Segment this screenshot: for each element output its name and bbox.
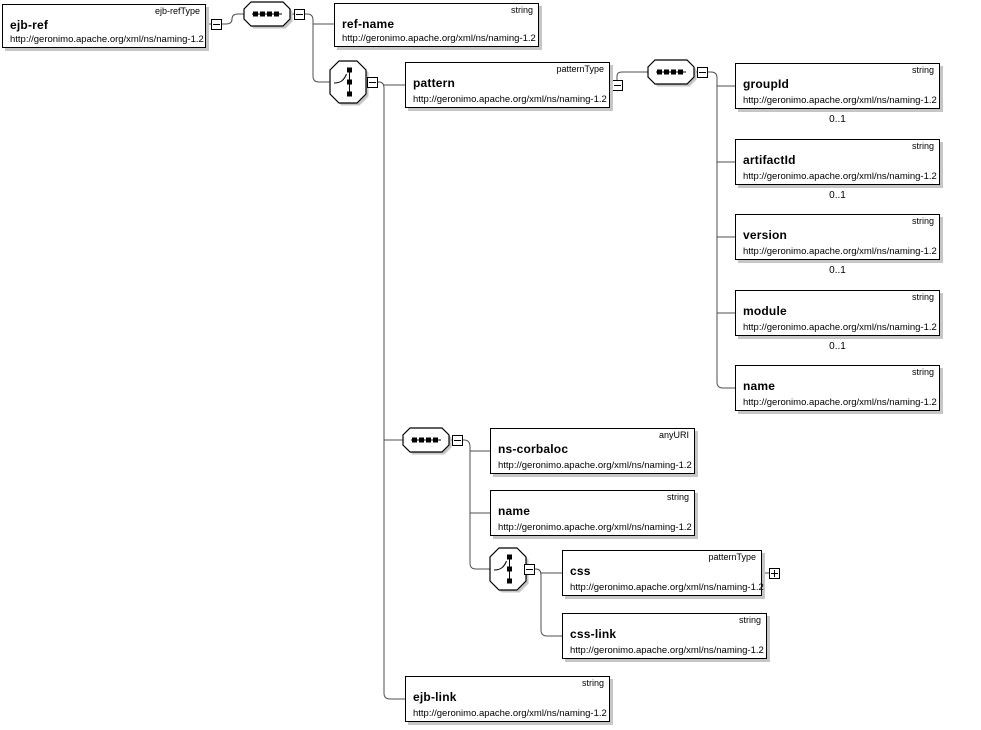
- element-box-css[interactable]: patternType css http://geronimo.apache.o…: [562, 550, 764, 596]
- collapse-toggle-pattern-sequence[interactable]: [697, 67, 708, 78]
- element-namespace: http://geronimo.apache.org/xml/ns/naming…: [498, 460, 692, 471]
- element-namespace: http://geronimo.apache.org/xml/ns/naming…: [498, 522, 692, 533]
- element-name: version: [743, 228, 788, 242]
- cardinality-label: 0..1: [829, 341, 846, 352]
- element-type-label: string: [510, 5, 533, 15]
- sequence-icon[interactable]: [243, 1, 294, 30]
- expand-toggle-css[interactable]: [769, 568, 780, 579]
- cardinality-label: 0..1: [829, 190, 846, 201]
- element-name: ref-name: [342, 17, 395, 31]
- collapse-toggle-sequence[interactable]: [294, 9, 305, 20]
- element-namespace: http://geronimo.apache.org/xml/ns/naming…: [743, 171, 937, 182]
- element-name: pattern: [413, 76, 456, 90]
- cardinality-label: 0..1: [829, 265, 846, 276]
- element-name: name: [498, 504, 531, 518]
- element-type-label: string: [911, 65, 934, 75]
- element-name: ejb-ref: [10, 18, 49, 32]
- element-type-label: patternType: [708, 552, 756, 562]
- element-namespace: http://geronimo.apache.org/xml/ns/naming…: [743, 95, 937, 106]
- element-namespace: http://geronimo.apache.org/xml/ns/naming…: [413, 94, 607, 105]
- element-namespace: http://geronimo.apache.org/xml/ns/naming…: [743, 397, 937, 408]
- collapse-toggle-ejb-ref[interactable]: [211, 19, 222, 30]
- element-name: groupId: [743, 77, 790, 91]
- element-namespace: http://geronimo.apache.org/xml/ns/naming…: [570, 582, 764, 593]
- element-type-label: string: [911, 141, 934, 151]
- element-name: css-link: [570, 627, 617, 641]
- sequence-icon[interactable]: [647, 59, 698, 88]
- collapse-toggle-corbaloc-sequence[interactable]: [452, 435, 463, 446]
- choice-icon[interactable]: [329, 60, 370, 107]
- element-box-version[interactable]: string version http://geronimo.apache.or…: [735, 214, 940, 260]
- element-name: name: [743, 379, 776, 393]
- element-namespace: http://geronimo.apache.org/xml/ns/naming…: [413, 708, 607, 719]
- element-name: ns-corbaloc: [498, 442, 569, 456]
- element-namespace: http://geronimo.apache.org/xml/ns/naming…: [743, 322, 937, 333]
- element-type-label: string: [738, 615, 761, 625]
- element-name: ejb-link: [413, 690, 457, 704]
- element-namespace: http://geronimo.apache.org/xml/ns/naming…: [570, 645, 764, 656]
- element-box-module[interactable]: string module http://geronimo.apache.org…: [735, 290, 940, 336]
- element-name: css: [570, 564, 591, 578]
- element-box-name-2[interactable]: string name http://geronimo.apache.org/x…: [490, 490, 695, 536]
- element-box-artifactId[interactable]: string artifactId http://geronimo.apache…: [735, 139, 940, 185]
- element-type-label: string: [911, 367, 934, 377]
- collapse-toggle-choice[interactable]: [367, 77, 378, 88]
- element-name: module: [743, 304, 787, 318]
- element-box-pattern[interactable]: patternType pattern http://geronimo.apac…: [405, 62, 610, 108]
- element-box-groupId[interactable]: string groupId http://geronimo.apache.or…: [735, 63, 940, 109]
- element-type-label: anyURI: [658, 430, 689, 440]
- element-namespace: http://geronimo.apache.org/xml/ns/naming…: [342, 33, 536, 44]
- connector-lines: [206, 13, 769, 700]
- cardinality-label: 0..1: [829, 114, 846, 125]
- element-box-ns-corbaloc[interactable]: anyURI ns-corbaloc http://geronimo.apach…: [490, 428, 695, 474]
- element-type-label: patternType: [556, 64, 604, 74]
- collapse-toggle-css-choice[interactable]: [524, 564, 535, 575]
- choice-icon[interactable]: [489, 547, 530, 594]
- element-box-ejb-link[interactable]: string ejb-link http://geronimo.apache.o…: [405, 676, 610, 722]
- collapse-toggle-pattern[interactable]: [612, 80, 623, 91]
- element-type-label: string: [666, 492, 689, 502]
- element-box-css-link[interactable]: string css-link http://geronimo.apache.o…: [562, 613, 767, 659]
- element-namespace: http://geronimo.apache.org/xml/ns/naming…: [743, 246, 937, 257]
- element-name: artifactId: [743, 153, 796, 167]
- sequence-icon[interactable]: [402, 427, 453, 456]
- element-namespace: http://geronimo.apache.org/xml/ns/naming…: [10, 34, 204, 45]
- element-type-label: string: [911, 216, 934, 226]
- element-type-label: string: [581, 678, 604, 688]
- element-box-ejb-ref[interactable]: ejb-refType ejb-ref http://geronimo.apac…: [2, 4, 206, 48]
- element-box-name[interactable]: string name http://geronimo.apache.org/x…: [735, 365, 940, 411]
- element-box-ref-name[interactable]: string ref-name http://geronimo.apache.o…: [334, 3, 539, 47]
- element-type-label: ejb-refType: [154, 6, 200, 16]
- element-type-label: string: [911, 292, 934, 302]
